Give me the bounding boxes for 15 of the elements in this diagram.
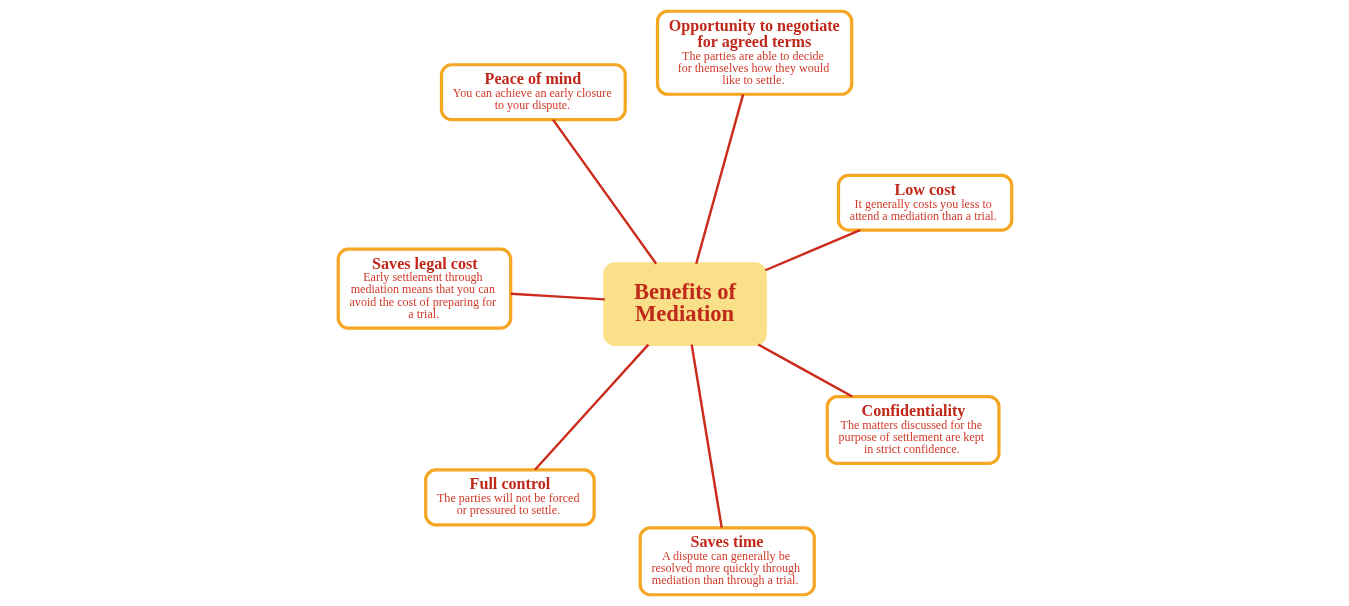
node-box: Full control The parties will not be forced or pressured to settle.	[423, 468, 596, 527]
node-box: Peace of mind You can achieve an early closure to your dispute.	[439, 63, 627, 122]
node-box: Saves legal cost Early settlement through mediation means that you can avoid the cost of preparing for a trial.	[336, 247, 512, 330]
node-box: Low cost It generally costs you less to attend a mediation than a trial.	[836, 173, 1013, 232]
connector	[533, 343, 649, 471]
connector	[757, 343, 853, 398]
connector	[690, 344, 723, 528]
node-box: Benefits of Mediation	[602, 262, 767, 347]
connector	[764, 229, 861, 272]
node-box: Saves time A dispute can generally be resolved more quickly through mediation than through a trial.	[638, 526, 816, 597]
connector	[694, 94, 744, 265]
connector	[510, 292, 605, 301]
node-box: Confidentiality The matters discussed for the purpose of settlement are kept in strict confidence.	[825, 394, 1001, 466]
node-box: Opportunity to negotiate for agreed terms The parties are able to decide for themselves how they would like to settle.	[655, 9, 853, 96]
connector	[551, 118, 657, 265]
